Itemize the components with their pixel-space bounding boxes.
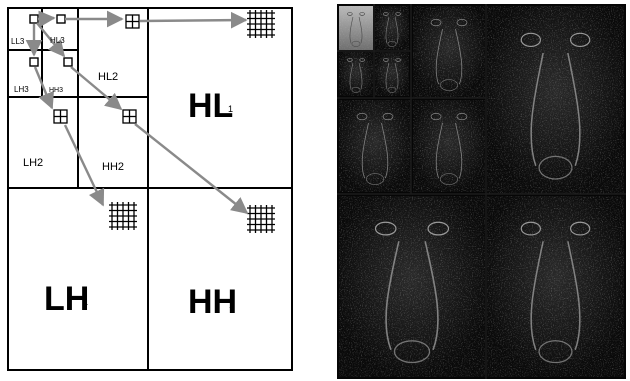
label-lh1: LH [44,280,89,318]
grid-block-hh1-icon [247,205,275,233]
subband-hl1-image [487,6,624,194]
subband-hh2-image [413,100,485,192]
label-ll3: LL3 [11,37,25,46]
arrow-hh3-to-hh2 [70,66,123,111]
grid-block-hh2-icon [122,109,137,124]
label-hh2: HH2 [102,161,124,173]
label-hl1: HL [188,87,233,125]
parent-child-arrows [25,10,249,215]
grid-block-lh1-icon [109,202,137,230]
level1-grid-blocks [109,10,275,233]
subband-hh3-image [375,52,409,96]
subband-hl2-image [413,6,485,98]
wavelet-decomposition-image [337,4,626,379]
label-hl1-subscript: 1 [228,104,233,114]
grid-block-hl2-icon [125,14,140,29]
subband-ll3-image [339,6,373,50]
arrow-hl2-to-hl1 [139,11,248,29]
lh3-coefficient-icon [29,57,39,67]
ll3-coefficient-icon [29,14,39,24]
label-lh1-subscript: 1 [83,297,88,307]
subband-lh3-image [339,52,373,96]
arrow-lh2-to-lh1 [63,124,105,207]
hl3-coefficient-icon [56,14,66,24]
subband-hh1-image [487,196,624,377]
label-hl3: HL3 [50,36,65,45]
arrow-ll3-to-hh3 [36,22,66,58]
subband-hl3-image [375,6,409,50]
arrow-lh3-to-lh2 [33,66,54,110]
grid-block-lh2-icon [53,109,68,124]
grid-block-hl1-icon [247,10,275,38]
label-lh3: LH3 [14,85,29,94]
label-hl2: HL2 [98,71,118,83]
label-lh2: LH2 [23,157,43,169]
arrow-hh2-to-hh1 [134,123,249,215]
label-hh3: HH3 [49,87,63,94]
subband-grid [7,7,293,371]
subband-lh2-image [339,100,411,192]
hh3-coefficient-icon [63,57,73,67]
subband-lh1-image [339,196,485,377]
label-hh1: HH [188,283,237,321]
arrow-ll3-to-hl3 [37,10,56,28]
coefficient-markers [29,14,73,67]
label-hh1-subscript: 1 [229,300,234,310]
wavelet-subband-diagram: LL3 HL3 LH3 HH3 HL2 LH2 HH2 HL 1 LH 1 HH… [7,7,293,371]
